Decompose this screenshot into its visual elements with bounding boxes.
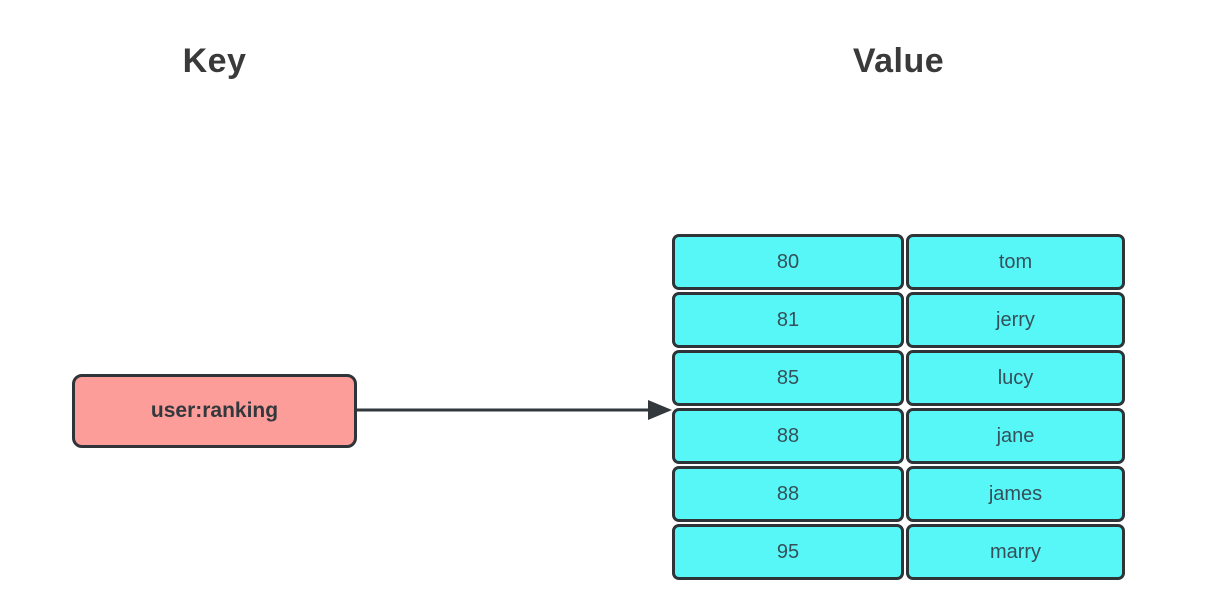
member-cell: lucy [906,350,1125,406]
value-header: Value [852,42,945,80]
key-box: user:ranking [72,374,357,448]
score-cell: 85 [672,350,904,406]
member-cell: james [906,466,1125,522]
score-cell: 88 [672,466,904,522]
score-cell: 95 [672,524,904,580]
key-box-label: user:ranking [150,399,279,422]
member-cell: jerry [906,292,1125,348]
score-cell: 88 [672,408,904,464]
key-header: Key [182,42,247,80]
score-cell: 80 [672,234,904,290]
arrow-right-icon [357,400,672,420]
member-cell: jane [906,408,1125,464]
value-table: 80 tom 81 jerry 85 lucy 88 jane 88 james… [672,234,1125,580]
score-cell: 81 [672,292,904,348]
member-cell: tom [906,234,1125,290]
member-cell: marry [906,524,1125,580]
